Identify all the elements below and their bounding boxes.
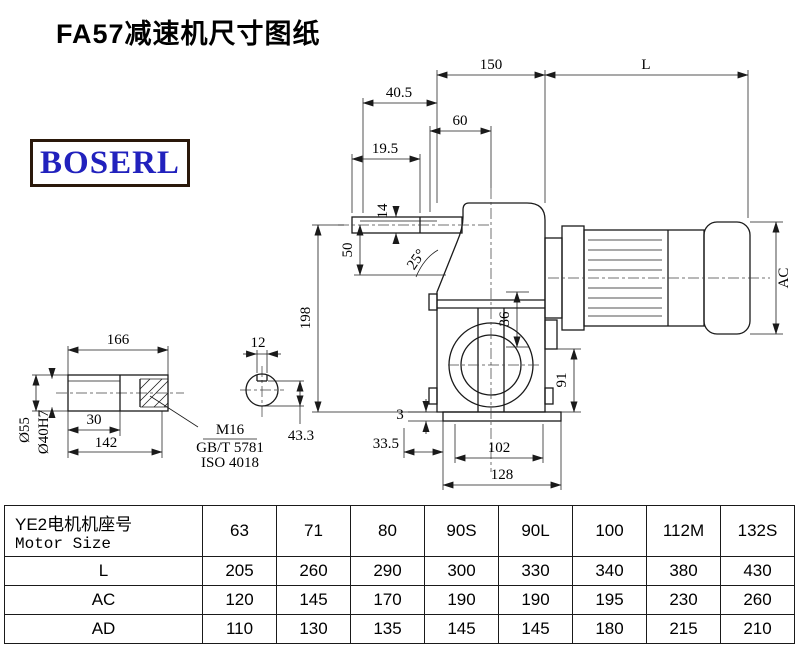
row-label-AC: AC [4,585,203,615]
table-row: AC 120 145 170 190 190 195 230 260 [4,585,795,615]
dim-value-cell: 330 [498,556,573,586]
shaft-detail-view: 166 Ø55 Ø40H7 30 142 M16 GB/T 5781 ISO 4… [17,332,264,471]
dim-value-cell: 290 [350,556,425,586]
dim-150: 150 [480,57,503,73]
frame-size-cell: 90S [424,505,499,557]
section-circle [245,373,279,407]
dimensions-main-view: 150 L 40.5 60 19.5 14 50 25° 198 [298,57,792,490]
dim-dia-40H7: Ø40H7 [36,409,52,454]
dim-value-cell: 230 [646,585,721,615]
dim-166: 166 [107,332,130,348]
dim-value-cell: 145 [276,585,351,615]
dim-value-cell: 205 [202,556,277,586]
frame-size-cell: 80 [350,505,425,557]
frame-size-cell: 132S [720,505,795,557]
dim-value-cell: 130 [276,614,351,644]
table-row: L 205 260 290 300 330 340 380 430 [4,556,795,586]
technical-drawing: 150 L 40.5 60 19.5 14 50 25° 198 [17,57,792,490]
dim-19-5: 19.5 [372,141,398,157]
dim-angle-25: 25° [404,247,429,273]
dim-102: 102 [488,440,511,456]
thread-standard-iso: ISO 4018 [201,455,259,471]
motor-size-table: YE2电机机座号 Motor Size 63 71 80 90S 90L 100… [4,505,795,644]
frame-size-cell: 100 [572,505,647,557]
page-title: FA57减速机尺寸图纸 [56,19,321,49]
dim-value-cell: 300 [424,556,499,586]
frame-size-cell: 63 [202,505,277,557]
dim-36: 36 [497,311,513,327]
gearbox-side-view [351,202,562,422]
dim-40-5: 40.5 [386,85,412,101]
boserl-logo-text: BOSERL [40,144,180,181]
dim-AC: AC [776,268,792,289]
dim-60: 60 [453,113,468,129]
thread-standard-gb: GB/T 5781 [196,440,264,456]
dim-value-cell: 145 [498,614,573,644]
dim-91: 91 [554,373,570,388]
dim-14: 14 [375,203,391,219]
table-header-motor-size: YE2电机机座号 Motor Size [4,505,203,557]
table-header-cn: YE2电机机座号 [15,514,133,534]
dim-value-cell: 195 [572,585,647,615]
dim-value-cell: 215 [646,614,721,644]
dim-value-cell: 260 [276,556,351,586]
hollow-shaft-cover [544,319,558,350]
dim-128: 128 [491,467,514,483]
dim-value-cell: 210 [720,614,795,644]
dim-33-5: 33.5 [373,436,399,452]
dim-12: 12 [251,335,266,351]
dim-value-cell: 430 [720,556,795,586]
joint-tab-left [428,293,438,311]
housing-outline [436,202,546,413]
dim-value-cell: 190 [424,585,499,615]
centerlines [338,188,770,472]
dim-43-3: 43.3 [288,428,314,444]
boserl-logo: BOSERL [30,139,190,187]
dim-dia-55: Ø55 [17,417,33,443]
dim-30: 30 [87,412,102,428]
frame-size-cell: 112M [646,505,721,557]
dim-value-cell: 340 [572,556,647,586]
dim-L: L [641,57,650,73]
dim-value-cell: 180 [572,614,647,644]
dim-value-cell: 190 [498,585,573,615]
base-plate [442,411,562,422]
thread-callout-m16: M16 [216,422,245,438]
table-row: AD 110 130 135 145 145 180 215 210 [4,614,795,644]
dim-value-cell: 170 [350,585,425,615]
dim-50: 50 [340,243,356,258]
table-header-en: Motor Size [15,534,112,553]
dim-value-cell: 135 [350,614,425,644]
frame-size-cell: 90L [498,505,573,557]
frame-size-cell: 71 [276,505,351,557]
dim-value-cell: 110 [202,614,277,644]
dim-value-cell: 145 [424,614,499,644]
dim-value-cell: 260 [720,585,795,615]
dim-198: 198 [298,307,314,330]
joint-tab-right-lower [544,387,554,405]
row-label-L: L [4,556,203,586]
row-label-AD: AD [4,614,203,644]
joint-tab-left-lower [428,387,438,405]
dim-value-cell: 120 [202,585,277,615]
dim-value-cell: 380 [646,556,721,586]
dim-3: 3 [396,407,404,423]
shaft-section-view: 12 43.3 [240,335,314,444]
dim-142: 142 [95,435,118,451]
